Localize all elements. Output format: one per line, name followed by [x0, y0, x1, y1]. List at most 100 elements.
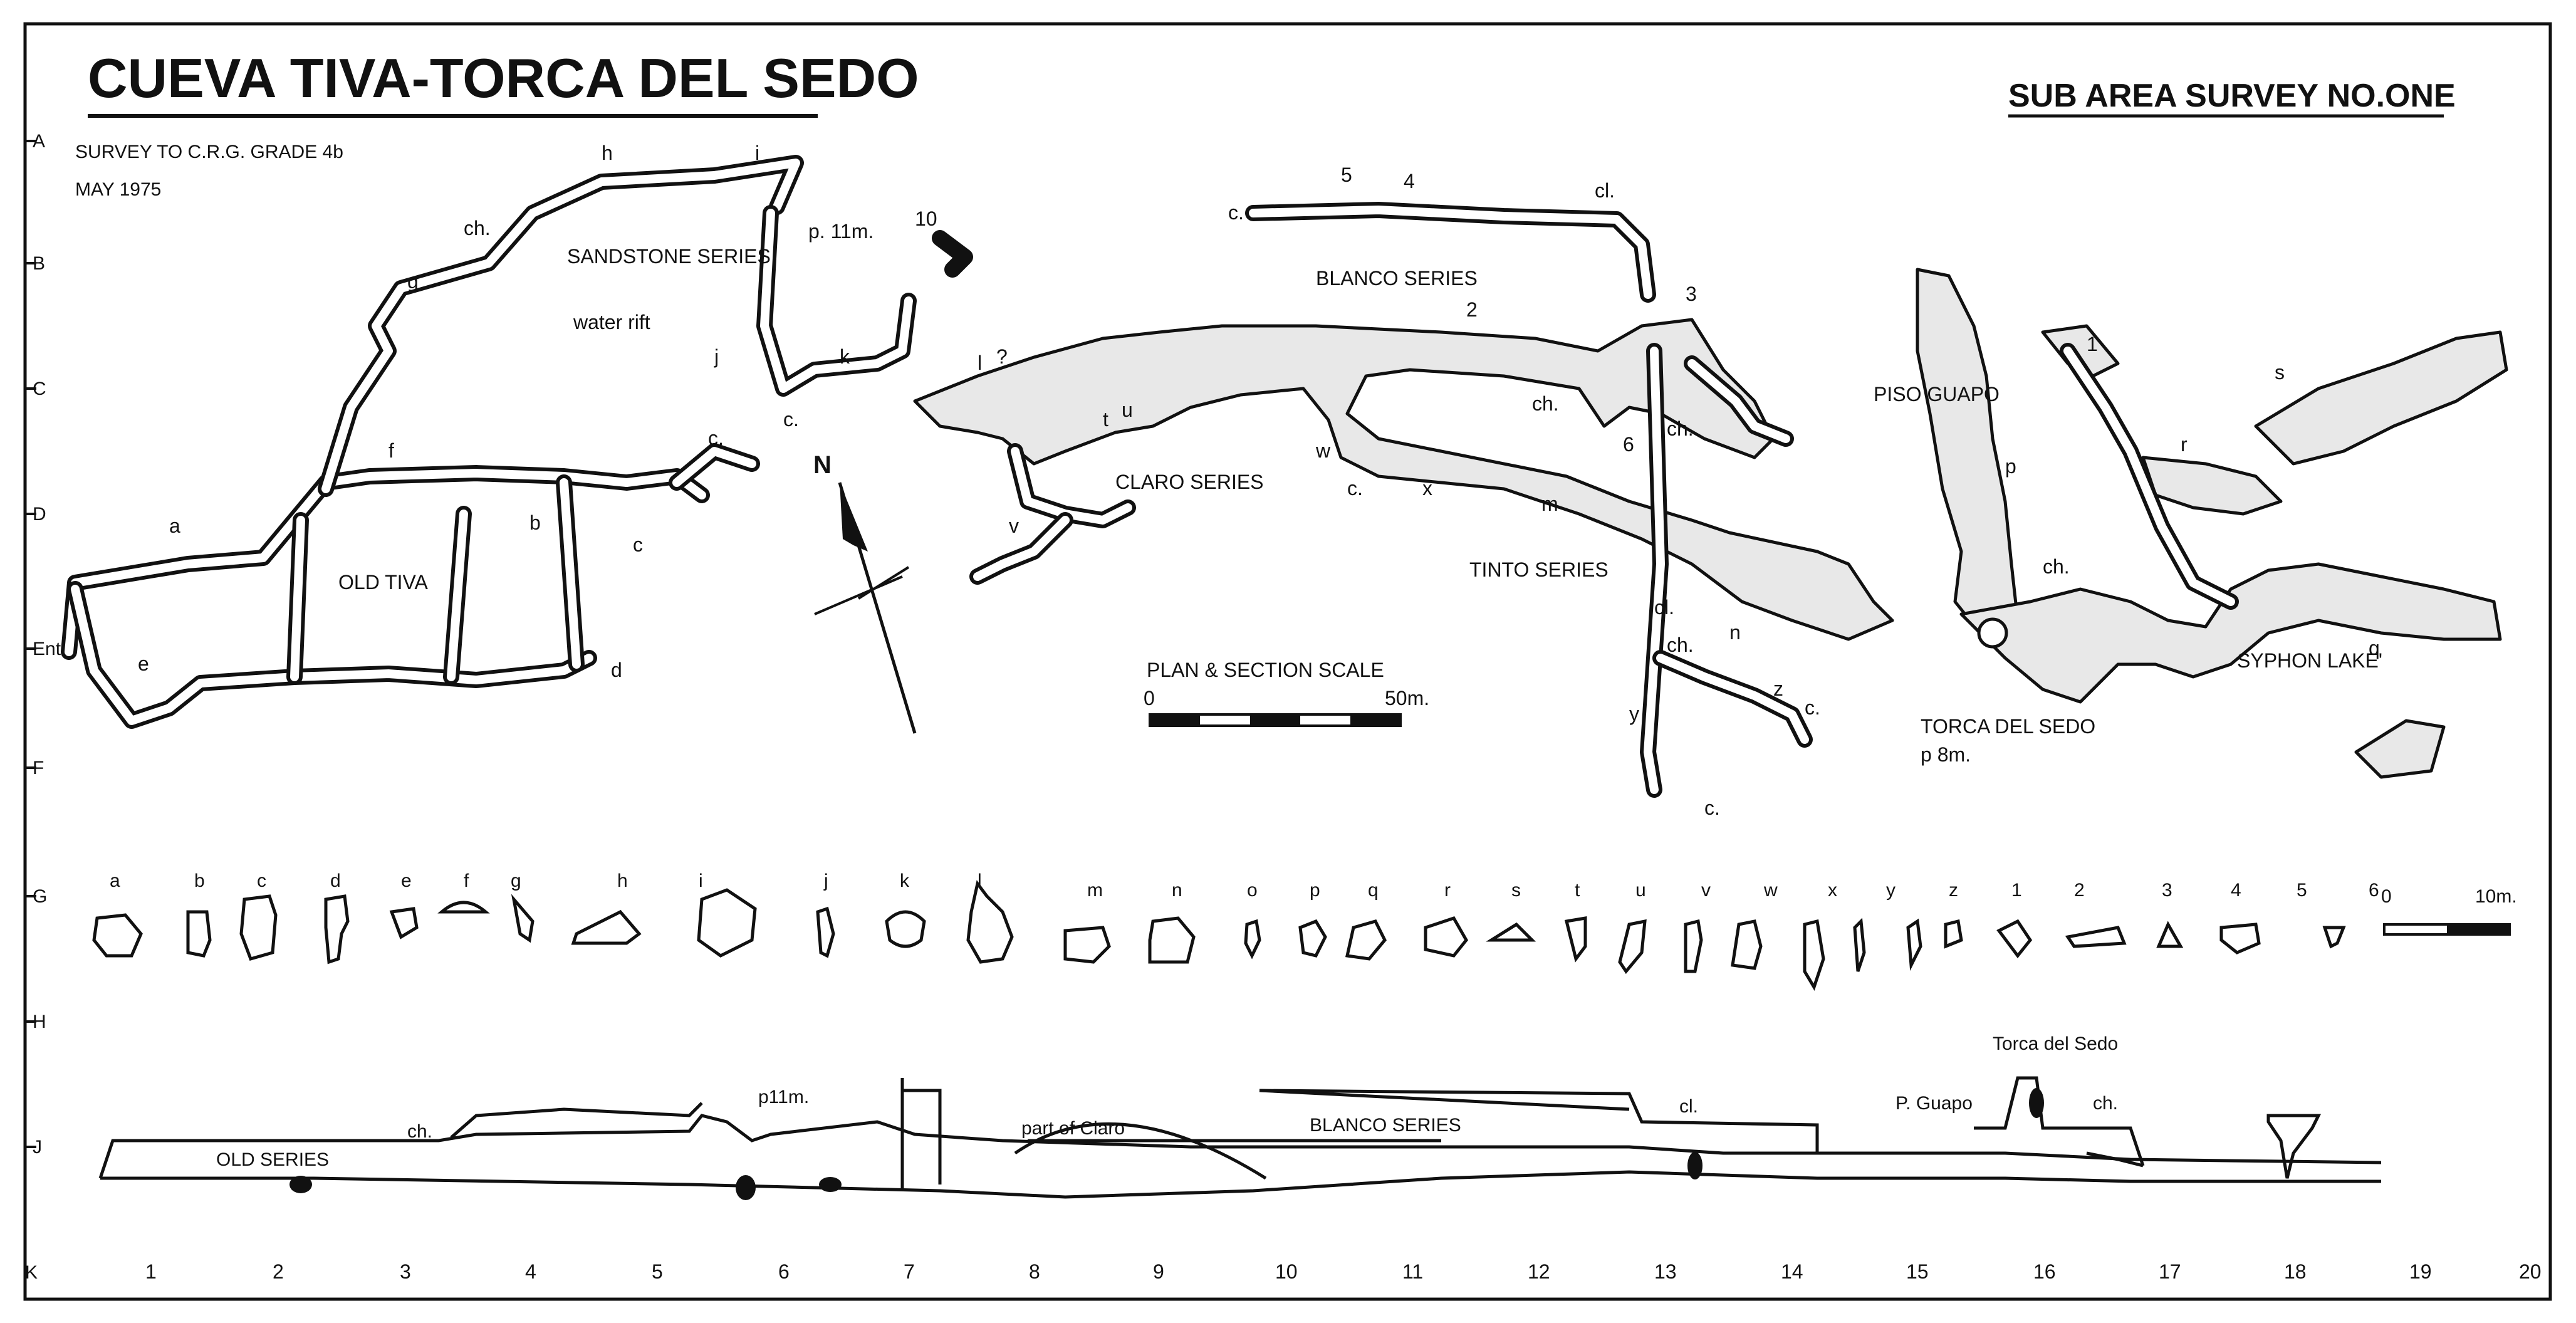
- svg-text:14: 14: [1781, 1260, 1803, 1283]
- map-subtitle: SUB AREA SURVEY NO.ONE: [2008, 78, 2456, 114]
- label-blanco-series: BLANCO SERIES: [1316, 267, 1478, 290]
- plan-view: SANDSTONE SERIES water rift BLANCO SERIE…: [61, 142, 2508, 819]
- section-label-guapo: P. Guapo: [1895, 1093, 1973, 1114]
- mark-ch: ch.: [1667, 417, 1694, 440]
- svg-text:8: 8: [1029, 1260, 1040, 1283]
- mark-s: s: [2275, 361, 2285, 384]
- xs-scale: 0 10m.: [2381, 886, 2517, 936]
- section-label-cl: cl.: [1679, 1096, 1698, 1117]
- mark-z: z: [1773, 677, 1783, 700]
- section-label-old-series: OLD SERIES: [216, 1149, 329, 1170]
- mark-1: 1: [2087, 333, 2098, 355]
- label-old-tiva: OLD TIVA: [338, 571, 429, 594]
- svg-text:m: m: [1087, 880, 1103, 901]
- svg-text:o: o: [1247, 880, 1258, 901]
- label-syphon-lake: SYPHON LAKE': [2237, 649, 2382, 672]
- section-label-blanco: BLANCO SERIES: [1310, 1115, 1461, 1136]
- svg-text:k: k: [900, 871, 910, 891]
- svg-text:20: 20: [2519, 1260, 2542, 1283]
- mark-y: y: [1629, 703, 1639, 725]
- svg-text:19: 19: [2409, 1260, 2432, 1283]
- mark-m: m: [1541, 493, 1558, 515]
- cross-sections: a b c d e f g h i j k l m n o p q r s t …: [92, 871, 2517, 991]
- mark-cl: cl.: [1595, 179, 1615, 202]
- svg-text:H: H: [33, 1012, 46, 1032]
- svg-text:f: f: [464, 871, 469, 891]
- mark-5: 5: [1341, 164, 1352, 186]
- svg-text:1: 1: [2011, 880, 2022, 901]
- mark-g: g: [407, 270, 419, 293]
- svg-text:10m.: 10m.: [2475, 886, 2517, 907]
- central-system: [913, 202, 1894, 798]
- section-label-ch: ch.: [407, 1121, 432, 1142]
- mark-6: 6: [1623, 433, 1634, 456]
- label-tinto-series: TINTO SERIES: [1469, 558, 1609, 581]
- mark-k: k: [840, 345, 850, 368]
- mark-d: d: [611, 659, 622, 681]
- mark-c: c.: [1228, 201, 1244, 224]
- mark-c-xs: c: [633, 533, 643, 556]
- svg-text:c: c: [257, 871, 266, 891]
- mark-h: h: [602, 142, 613, 164]
- svg-text:F: F: [33, 758, 44, 778]
- mark-ch: ch.: [2043, 555, 2070, 578]
- mark-b: b: [529, 511, 541, 534]
- svg-text:d: d: [330, 871, 341, 891]
- svg-text:q: q: [1368, 880, 1379, 901]
- svg-text:0: 0: [2381, 886, 2392, 907]
- svg-text:e: e: [401, 871, 412, 891]
- mark-c: c.: [1347, 477, 1363, 499]
- mark-w: w: [1315, 439, 1331, 462]
- svg-text:B: B: [33, 253, 45, 274]
- svg-text:A: A: [33, 131, 45, 152]
- mark-q: q: [2369, 637, 2380, 659]
- svg-text:K: K: [25, 1262, 38, 1283]
- svg-text:0: 0: [1144, 687, 1155, 709]
- label-water-rift: water rift: [573, 311, 650, 333]
- survey-date: MAY 1975: [75, 179, 161, 200]
- plan-labels: SANDSTONE SERIES water rift BLANCO SERIE…: [138, 142, 2382, 819]
- svg-text:2: 2: [273, 1260, 284, 1283]
- mark-i: i: [755, 142, 759, 164]
- svg-text:v: v: [1701, 880, 1711, 901]
- svg-text:p: p: [1310, 880, 1320, 901]
- mark-l: l: [978, 352, 982, 374]
- mark-ch: ch.: [1667, 634, 1694, 656]
- mark-query: ?: [996, 345, 1008, 368]
- section-label-pitch: p11m.: [758, 1087, 809, 1107]
- svg-text:13: 13: [1654, 1260, 1677, 1283]
- svg-text:10: 10: [1275, 1260, 1298, 1283]
- svg-text:t: t: [1575, 880, 1580, 901]
- grid-ticks: [25, 140, 36, 1148]
- svg-text:u: u: [1635, 880, 1646, 901]
- svg-text:b: b: [194, 871, 205, 891]
- mark-ch: ch.: [1532, 392, 1559, 415]
- svg-text:y: y: [1886, 880, 1895, 901]
- old-tiva-passages: [61, 155, 973, 729]
- svg-text:6: 6: [2369, 880, 2379, 901]
- svg-text:2: 2: [2074, 880, 2085, 901]
- mark-n: n: [1729, 621, 1741, 644]
- mark-j: j: [714, 345, 719, 368]
- svg-text:6: 6: [778, 1260, 790, 1283]
- long-section: OLD SERIES ch. p11m. part of Claro BLANC…: [98, 1033, 2382, 1200]
- label-claro-series: CLARO SERIES: [1115, 471, 1264, 493]
- mark-a: a: [169, 515, 180, 537]
- mark-4: 4: [1404, 170, 1415, 192]
- mark-r: r: [2181, 433, 2188, 456]
- section-label-torca: Torca del Sedo: [1993, 1033, 2118, 1054]
- svg-text:1: 1: [145, 1260, 157, 1283]
- label-sandstone-series: SANDSTONE SERIES: [567, 245, 771, 268]
- map-frame: [23, 22, 2552, 1301]
- svg-text:s: s: [1511, 880, 1521, 901]
- svg-text:15: 15: [1906, 1260, 1929, 1283]
- map-title: CUEVA TIVA-TORCA DEL SEDO: [88, 47, 919, 109]
- label-piso-guapo: PISO GUAPO: [1874, 383, 2000, 405]
- column-labels: 1 2 3 4 5 6 7 8 9 10 11 12 13 14 15 16 1…: [145, 1260, 2542, 1283]
- svg-text:G: G: [33, 886, 47, 907]
- svg-text:17: 17: [2159, 1260, 2181, 1283]
- svg-text:r: r: [1444, 880, 1451, 901]
- mark-e: e: [138, 652, 149, 675]
- label-torca-depth: p 8m.: [1921, 743, 1971, 766]
